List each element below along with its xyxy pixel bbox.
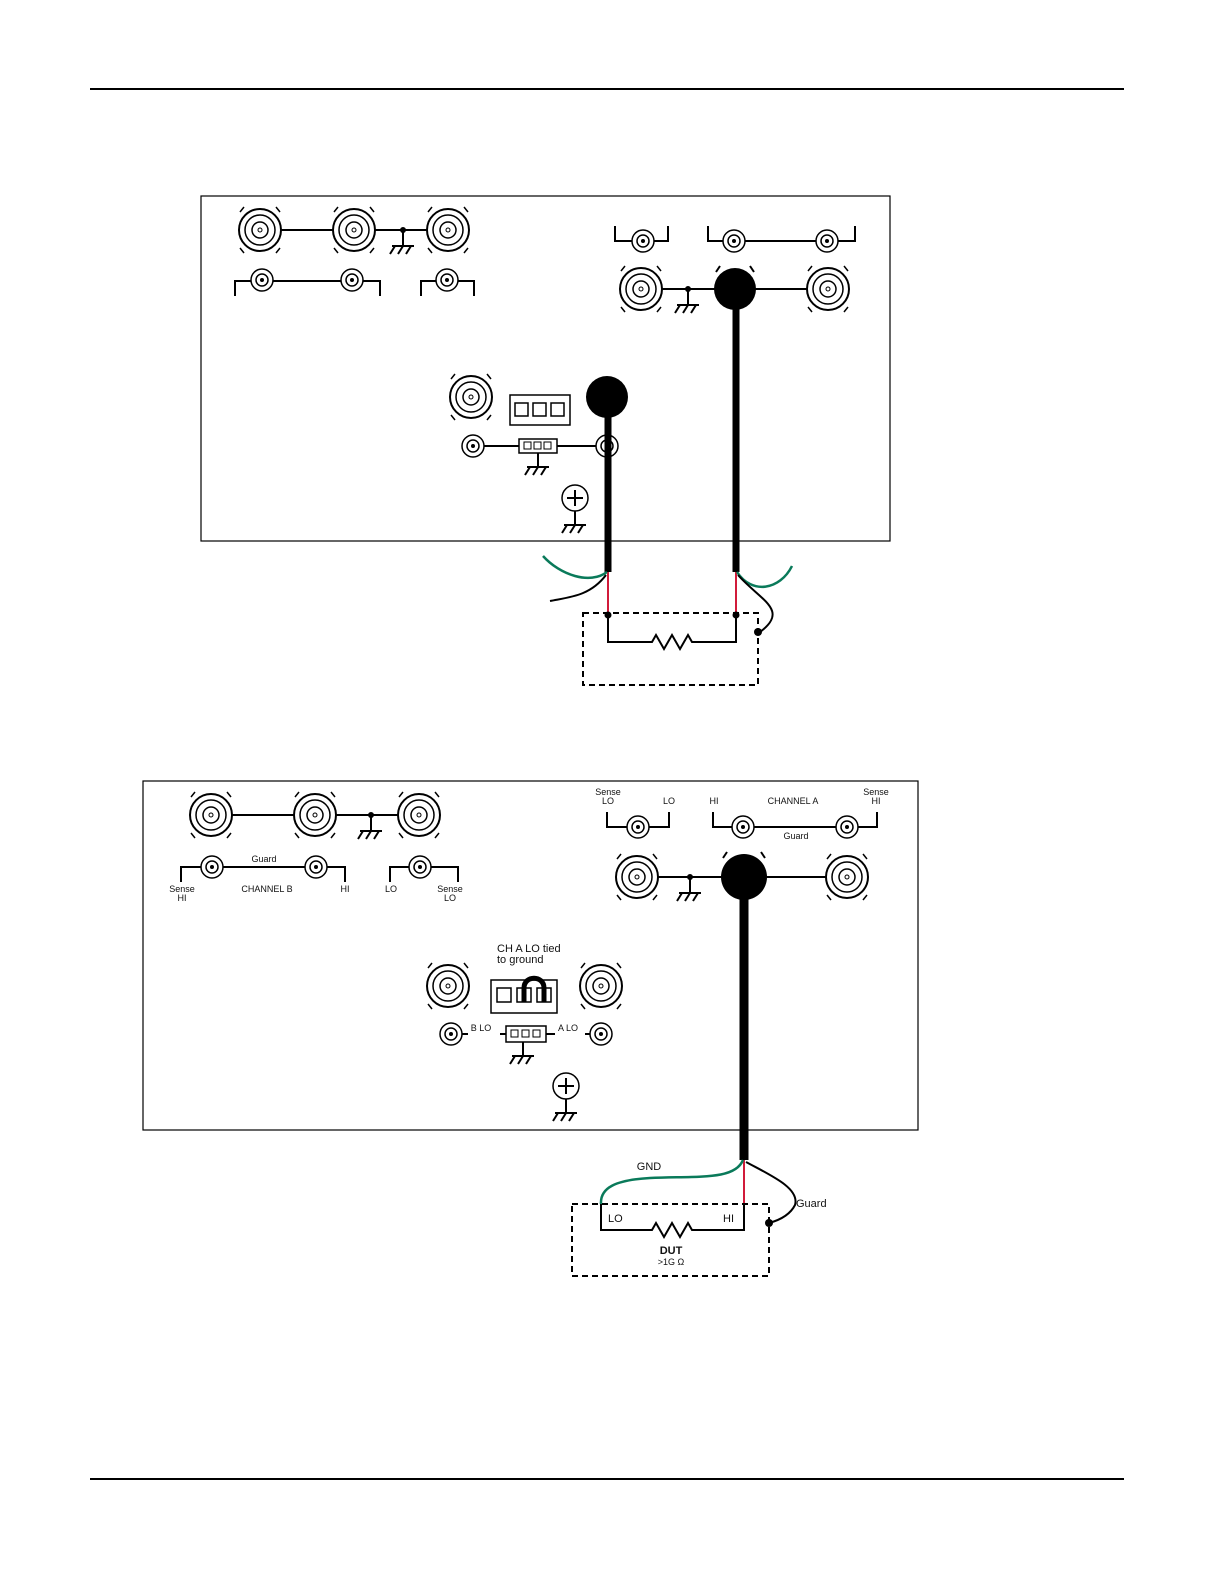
- fig2-b-lo-icon: [440, 1023, 462, 1045]
- fig1-triax-1-icon: [239, 207, 281, 253]
- fig1-resistor-icon: [646, 635, 698, 649]
- fig2-guard-wire-label: Guard: [796, 1198, 827, 1210]
- fig2-a-lo-label: A LO: [558, 1023, 578, 1033]
- fig2-ch-a-hi-label: HI: [710, 796, 719, 806]
- fig2-a-lo-icon: [590, 1023, 612, 1045]
- fig2-ch-b-lo-label: LO: [385, 884, 397, 894]
- fig2-dut: LO HI DUT >1G Ω: [572, 1204, 773, 1276]
- fig2-triax-8-icon: [580, 963, 622, 1009]
- fig2-jumper-note-2: to ground: [497, 954, 543, 966]
- figure-2-panel: Guard Sense HI CHANNEL B HI LO Sense LO …: [143, 781, 918, 1276]
- fig2-triax-2-icon: [294, 792, 336, 838]
- fig1-ch-a-sense-hi-icon: [816, 230, 838, 252]
- fig2-ch-a-lo-icon: [627, 816, 649, 838]
- fig1-triax-4-icon: [620, 266, 662, 312]
- fig1-dut: [583, 612, 762, 686]
- fig1-ch-a-hi-icon: [723, 230, 745, 252]
- fig2-ch-b-guard-label: Guard: [251, 854, 276, 864]
- fig2-ch-a-sense-hi-label-2: HI: [872, 796, 881, 806]
- fig1-triax-6-icon: [807, 266, 849, 312]
- fig2-channel-b-label: CHANNEL B: [241, 884, 292, 894]
- fig2-ch-b-sense-hi-label-2: HI: [178, 893, 187, 903]
- fig2-dut-label: DUT: [660, 1245, 683, 1257]
- fig2-ch-a-lo-label: LO: [663, 796, 675, 806]
- figure-1-panel: [201, 196, 890, 685]
- fig1-ch-a-lo-icon: [632, 230, 654, 252]
- fig1-b-lo-icon: [462, 435, 484, 457]
- fig2-resistor-icon: [646, 1223, 698, 1237]
- fig2-gnd-label: GND: [637, 1161, 662, 1173]
- fig2-ch-a-hi-icon: [732, 816, 754, 838]
- fig1-ch-b-sense-hi-icon: [251, 269, 273, 291]
- fig2-ch-b-hi-icon: [305, 856, 327, 878]
- fig2-ch-b-hi-label: HI: [341, 884, 350, 894]
- fig1-triax-7-icon: [450, 374, 492, 420]
- fig2-ch-a-sense-lo-label-2: LO: [602, 796, 614, 806]
- fig2-ch-b-lo-icon: [409, 856, 431, 878]
- fig2-dut-value-label: >1G Ω: [658, 1257, 685, 1267]
- fig1-left-triax-row: [239, 207, 469, 254]
- fig1-ch-b-lo-icon: [436, 269, 458, 291]
- fig2-b-lo-label: B LO: [471, 1023, 492, 1033]
- fig1-ch-b-hi-icon: [341, 269, 363, 291]
- fig2-triax-7-icon: [427, 963, 469, 1009]
- fig2-ch-a-sense-hi-icon: [836, 816, 858, 838]
- fig2-dut-lo-label: LO: [608, 1213, 623, 1225]
- fig2-ch-a-guard-label: Guard: [783, 831, 808, 841]
- fig1-triax-2-icon: [333, 207, 375, 253]
- fig2-triax-3-icon: [398, 792, 440, 838]
- fig2-ch-b-sense-hi-icon: [201, 856, 223, 878]
- fig2-ch-b-sense-lo-label-2: LO: [444, 893, 456, 903]
- fig2-triax-6-icon: [826, 854, 868, 900]
- fig2-triax-1-icon: [190, 792, 232, 838]
- fig2-channel-a-label: CHANNEL A: [768, 796, 819, 806]
- fig1-triax-3-icon: [427, 207, 469, 253]
- fig2-dut-hi-label: HI: [723, 1213, 734, 1225]
- fig2-triax-4-icon: [616, 854, 658, 900]
